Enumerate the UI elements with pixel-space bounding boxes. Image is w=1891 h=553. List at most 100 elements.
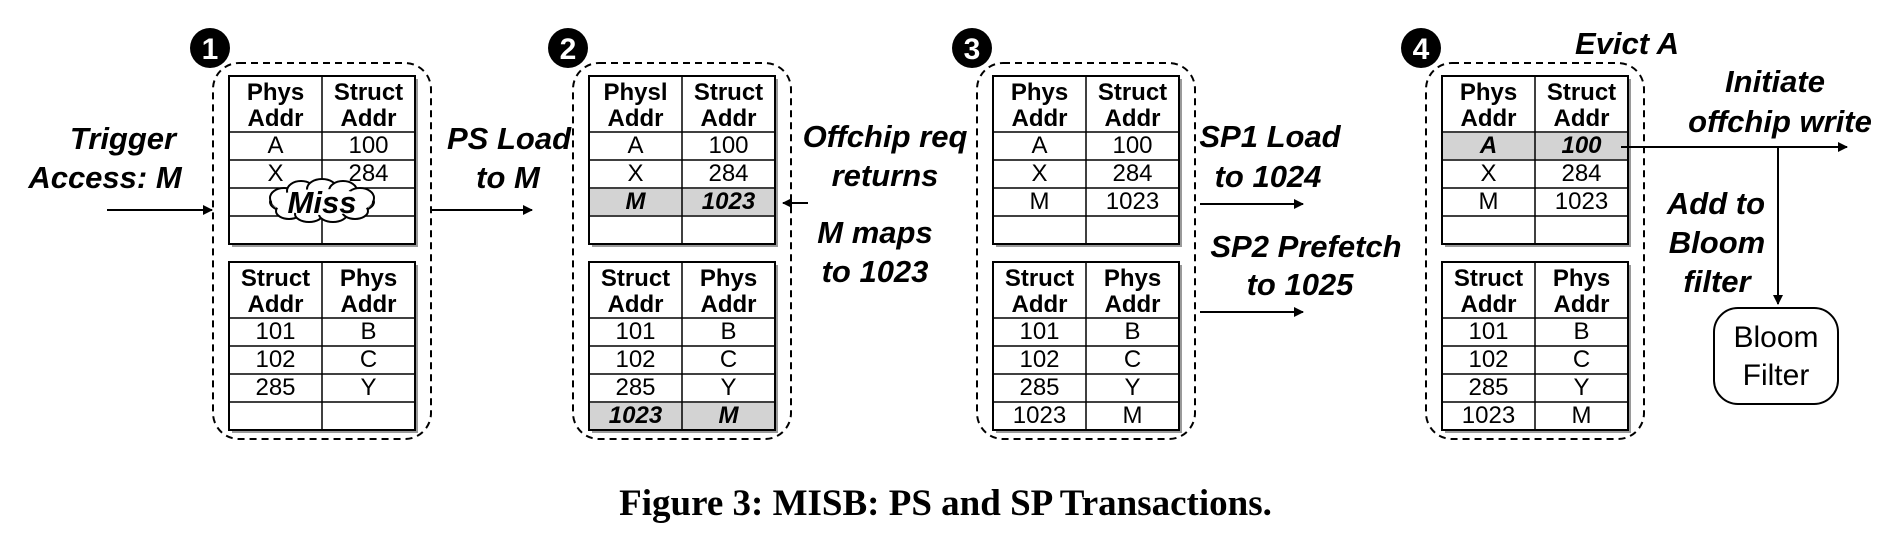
panel-2-sp-table-cell-2-0: 285 bbox=[615, 374, 655, 401]
panel-2-ps-table-header-1-0: Struct bbox=[694, 79, 763, 106]
panel-4-sp-table-cell-1-1: C bbox=[1573, 346, 1590, 373]
panel-2-ps-table-cell-2-0: M bbox=[626, 188, 647, 215]
panel-2-ps-table-cell-0-1: 100 bbox=[708, 132, 748, 159]
panel-1-sp-table-cell-1-0: 102 bbox=[255, 346, 295, 373]
arrows bbox=[107, 142, 1848, 317]
panel-2-ps-table-cell-2-1: 1023 bbox=[702, 188, 756, 215]
panel-4-ps-table-header-0-1: Addr bbox=[1461, 105, 1517, 132]
panel-2-ps-table-cell-1-0: X bbox=[627, 160, 643, 187]
panel-3-sp-table-cell-2-1: Y bbox=[1124, 374, 1140, 401]
panel-3-ps-table-header-0-1: Addr bbox=[1012, 105, 1068, 132]
panel-4-ps-table-header-1-1: Addr bbox=[1554, 105, 1610, 132]
panel-3-sp-table-header-1-1: Addr bbox=[1105, 291, 1161, 318]
panel-2-sp-table-header-1-1: Addr bbox=[701, 291, 757, 318]
sp2-label-2: to 1025 bbox=[1247, 267, 1355, 302]
panel-4-sp-table-header-0-1: Addr bbox=[1461, 291, 1517, 318]
panel-3-ps-table-header-1-1: Addr bbox=[1105, 105, 1161, 132]
panel-4-ps-table-cell-1-1: 284 bbox=[1561, 160, 1601, 187]
step-badge-2 bbox=[548, 28, 588, 68]
evict-label: Evict A bbox=[1575, 26, 1679, 61]
panel-4-sp-table-cell-3-0: 1023 bbox=[1462, 402, 1515, 429]
panel-4-ps-table-header-0-0: Phys bbox=[1460, 79, 1517, 106]
panel-2-ps-table-header-0-1: Addr bbox=[608, 105, 664, 132]
panel-3-ps-table-cell-0-1: 100 bbox=[1112, 132, 1152, 159]
panel-1-sp-table-cell-0-0: 101 bbox=[255, 318, 295, 345]
panel-4-sp-table-cell-3-1: M bbox=[1572, 402, 1592, 429]
bloom-filter-line-2: Filter bbox=[1743, 359, 1810, 392]
panel-2-ps-table-header-1-1: Addr bbox=[701, 105, 757, 132]
sp1-label-2: to 1024 bbox=[1215, 159, 1322, 194]
panel-3-sp-table-cell-1-1: C bbox=[1124, 346, 1141, 373]
panel-4-sp-table-header-0-0: Struct bbox=[1454, 265, 1523, 292]
panel-2-ps-table-header-0-0: Physl bbox=[603, 79, 667, 106]
bloom-filter-line-1: Bloom bbox=[1733, 321, 1818, 354]
panel-4-sp-table-cell-2-0: 285 bbox=[1468, 374, 1508, 401]
miss-cloud: Miss bbox=[269, 178, 375, 223]
panel-3-ps-table-cell-0-0: A bbox=[1031, 132, 1047, 159]
sp2-label-1: SP2 Prefetch bbox=[1210, 229, 1401, 264]
step-number-3: 3 bbox=[964, 33, 981, 66]
panel-1-ps-table-header-0-1: Addr bbox=[248, 105, 304, 132]
ps-load-label-2: to M bbox=[476, 160, 541, 195]
miss-label: Miss bbox=[288, 185, 357, 220]
panel-3-ps-table-header-0-0: Phys bbox=[1011, 79, 1068, 106]
panel-4-boundary bbox=[1425, 62, 1645, 440]
panel-1-ps-table-cell-1-0: X bbox=[267, 160, 283, 187]
panel-4-ps-table-cell-0-0: A bbox=[1479, 132, 1497, 159]
panel-2-ps-table-cell-1-1: 284 bbox=[708, 160, 748, 187]
panel-3-sp-table-cell-1-0: 102 bbox=[1019, 346, 1059, 373]
panel-3-ps-table-cell-1-1: 284 bbox=[1112, 160, 1152, 187]
panel-1-sp-table-cell-0-1: B bbox=[360, 318, 376, 345]
panel-3-sp-table-cell-2-0: 285 bbox=[1019, 374, 1059, 401]
step-badge-4 bbox=[1401, 28, 1441, 68]
panel-2-boundary bbox=[572, 62, 792, 440]
panel-1-ps-table-header-1-1: Addr bbox=[341, 105, 397, 132]
ps-load-label-1: PS Load bbox=[447, 121, 572, 156]
panel-2-sp-table-cell-0-0: 101 bbox=[615, 318, 655, 345]
panel-1-sp-table-cell-2-0: 285 bbox=[255, 374, 295, 401]
panel-1-sp-table-cell-1-1: C bbox=[360, 346, 377, 373]
panel-1-ps-table-header-0-0: Phys bbox=[247, 79, 304, 106]
panel-1-boundary bbox=[212, 62, 432, 440]
panel-4-sp-table-cell-1-0: 102 bbox=[1468, 346, 1508, 373]
add-bloom-label-3: filter bbox=[1683, 264, 1752, 299]
panel-3-sp-table-cell-3-1: M bbox=[1123, 402, 1143, 429]
panel-3-sp-table-cell-3-0: 1023 bbox=[1013, 402, 1066, 429]
panel-2-sp-table-cell-2-1: Y bbox=[720, 374, 736, 401]
initiate-label-1: Initiate bbox=[1725, 64, 1825, 99]
panel-4-sp-table-cell-0-0: 101 bbox=[1468, 318, 1508, 345]
maps-label-2: to 1023 bbox=[822, 254, 929, 289]
panel-2-ps-table-cell-0-0: A bbox=[627, 132, 643, 159]
add-bloom-label-2: Bloom bbox=[1669, 225, 1765, 260]
panel-4-ps-table-cell-1-0: X bbox=[1480, 160, 1496, 187]
panel-3-boundary bbox=[976, 62, 1196, 440]
panel-1-ps-table-header-1-0: Struct bbox=[334, 79, 403, 106]
panel-1-sp-table-cell-2-1: Y bbox=[360, 374, 376, 401]
panel-3-sp-table-cell-0-1: B bbox=[1124, 318, 1140, 345]
panel-3-ps-table-cell-2-0: M bbox=[1030, 188, 1050, 215]
panel-1-sp-table-header-1-0: Phys bbox=[340, 265, 397, 292]
offchip-req-label-1: Offchip req bbox=[803, 119, 968, 154]
panel-3-sp-table-header-0-0: Struct bbox=[1005, 265, 1074, 292]
panel-4-sp-table-header-1-1: Addr bbox=[1554, 291, 1610, 318]
panel-3-ps-table-header-1-0: Struct bbox=[1098, 79, 1167, 106]
panel-1-sp-table-header-0-1: Addr bbox=[248, 291, 304, 318]
add-bloom-label-1: Add to bbox=[1666, 186, 1765, 221]
step-badge-1 bbox=[190, 28, 230, 68]
sp1-label-1: SP1 Load bbox=[1199, 119, 1341, 154]
panel-4-ps-table-cell-2-0: M bbox=[1479, 188, 1499, 215]
panel-3-sp-table-cell-0-0: 101 bbox=[1019, 318, 1059, 345]
panel-2-sp-table-header-0-1: Addr bbox=[608, 291, 664, 318]
figure-caption: Figure 3: MISB: PS and SP Transactions. bbox=[619, 483, 1272, 524]
initiate-label-2: offchip write bbox=[1688, 104, 1872, 139]
panel-1-ps-table-cell-1-1: 284 bbox=[348, 160, 388, 187]
labels: Trigger Access: M PS Load to M Offchip r… bbox=[27, 26, 1872, 302]
